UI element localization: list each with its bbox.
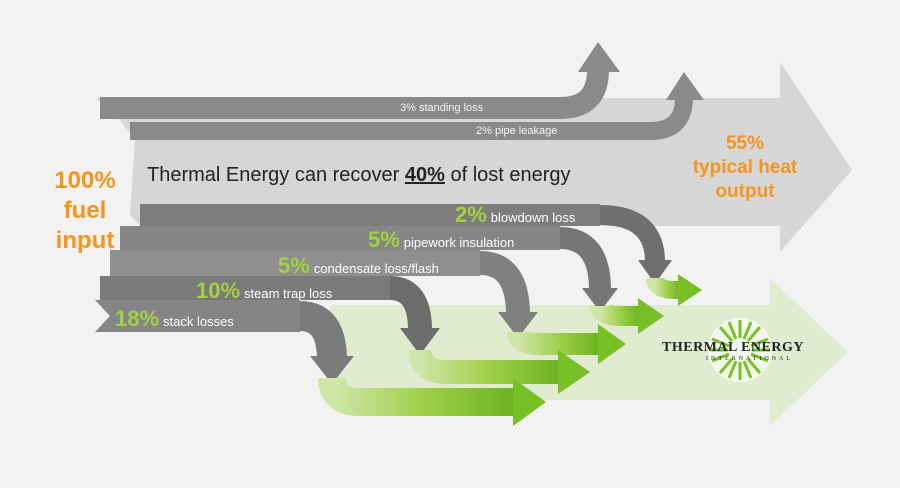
loss-condensate: 5%condensate loss/flash: [278, 253, 439, 279]
green-arrow-5: [318, 376, 515, 416]
green-arrow-1: [646, 277, 680, 299]
headline-before: Thermal Energy can recover: [147, 164, 400, 186]
input-percent: 100%: [54, 167, 116, 194]
pipework-drop: [559, 227, 611, 291]
input-line2: input: [55, 227, 115, 254]
pipe-leakage-arrowhead: [666, 72, 704, 100]
headline-after: of lost energy: [450, 164, 571, 186]
logo-tagline: INTERNATIONAL: [706, 356, 793, 362]
logo-emblem: [708, 318, 772, 382]
loss-text: stack losses: [163, 314, 234, 329]
condensate-drop: [479, 251, 530, 316]
loss-pipework: 5%pipework insulation: [368, 227, 514, 253]
steam-trap-drop: [389, 276, 432, 331]
output-percent: 55%: [725, 133, 765, 154]
blowdown-drop: [599, 205, 665, 263]
loss-text: steam trap loss: [244, 286, 333, 301]
loss-percent: 5%: [278, 253, 310, 278]
input-line1: fuel: [63, 197, 107, 224]
standing-loss-arrowhead: [578, 42, 620, 72]
standing-loss-label: 3% standing loss: [400, 102, 484, 114]
green-arrow-3: [507, 330, 600, 355]
loss-percent: 10%: [196, 278, 241, 303]
loss-text: pipework insulation: [403, 235, 515, 250]
loss-percent: 5%: [368, 227, 400, 252]
stack-drop: [298, 301, 347, 361]
pipe-leakage-label: 2% pipe leakage: [476, 125, 558, 137]
green-arrow-4: [408, 349, 560, 384]
heat-output-label: 55% typical heat output: [680, 132, 810, 203]
headline-highlight: 40%: [404, 164, 445, 186]
loss-percent: 2%: [455, 202, 487, 227]
loss-text: condensate loss/flash: [313, 261, 439, 276]
loss-steam-trap: 10%steam trap loss: [196, 278, 332, 304]
loss-stack: 18%stack losses: [115, 306, 234, 332]
output-line1: typical heat: [692, 156, 798, 178]
logo-name: THERMAL ENERGY: [662, 340, 804, 355]
green-arrow-2: [590, 303, 640, 326]
loss-text: blowdown loss: [490, 210, 576, 225]
loss-bands: [95, 204, 600, 332]
fuel-input-label: 100% fuel input: [40, 166, 130, 256]
output-line2: output: [715, 180, 775, 202]
pipe-leakage-arrow: [130, 97, 693, 140]
headline: Thermal Energy can recover 40% of lost e…: [147, 164, 571, 187]
standing-loss-arrow: [100, 69, 609, 119]
loss-percent: 18%: [115, 306, 160, 331]
loss-blowdown: 2%blowdown loss: [455, 202, 575, 228]
